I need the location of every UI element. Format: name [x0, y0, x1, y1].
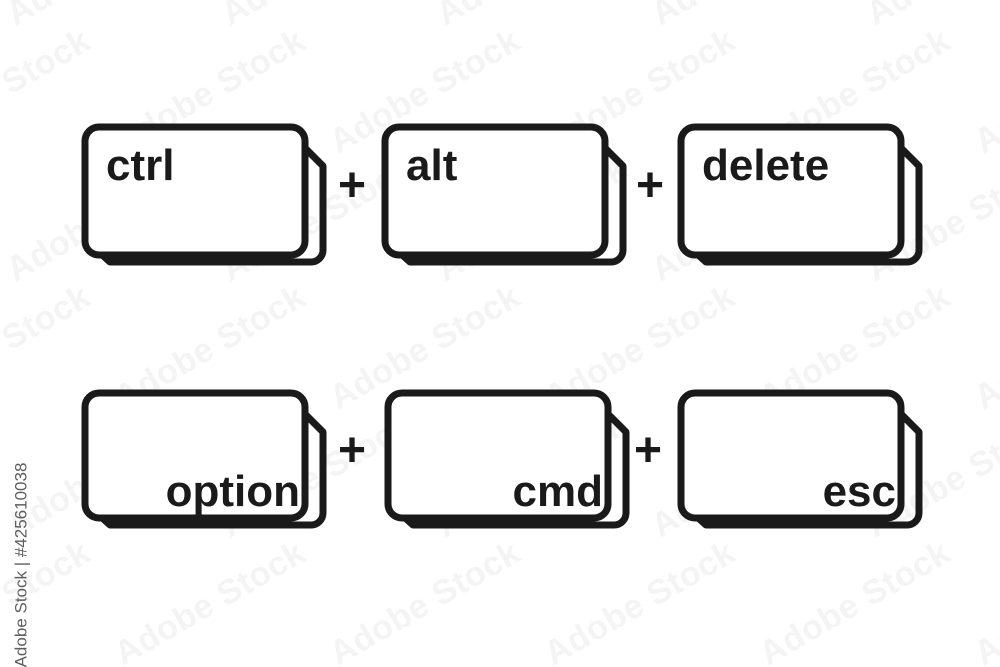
- key-back-layer: [86, 410, 327, 529]
- key-label: alt: [406, 141, 458, 190]
- key-back-layer: [86, 144, 327, 266]
- key-label: cmd: [512, 467, 603, 516]
- key-back-layer: [389, 410, 630, 529]
- key-label: ctrl: [106, 141, 175, 190]
- separator-plus: +: [338, 159, 367, 212]
- key-back-layer: [386, 144, 627, 266]
- key-back-layer: [682, 410, 923, 529]
- key-back-layer: [682, 144, 923, 266]
- key-label: option: [165, 467, 300, 516]
- key-delete[interactable]: delete: [676, 122, 926, 277]
- key-front-face: [381, 123, 609, 259]
- key-option[interactable]: option: [80, 388, 330, 538]
- separator-plus: +: [636, 159, 665, 212]
- separator-plus: +: [634, 424, 663, 477]
- key-esc[interactable]: esc: [676, 388, 926, 538]
- key-front-face: [81, 389, 309, 522]
- key-ctrl[interactable]: ctrl: [80, 122, 330, 277]
- key-front-face: [384, 389, 612, 522]
- key-label: delete: [702, 141, 830, 190]
- key-label: esc: [822, 467, 896, 516]
- key-alt[interactable]: alt: [380, 122, 630, 277]
- key-front-face: [677, 123, 905, 259]
- key-front-face: [677, 389, 905, 522]
- key-front-face: [81, 123, 309, 259]
- key-cmd[interactable]: cmd: [383, 388, 633, 538]
- separator-plus: +: [338, 424, 367, 477]
